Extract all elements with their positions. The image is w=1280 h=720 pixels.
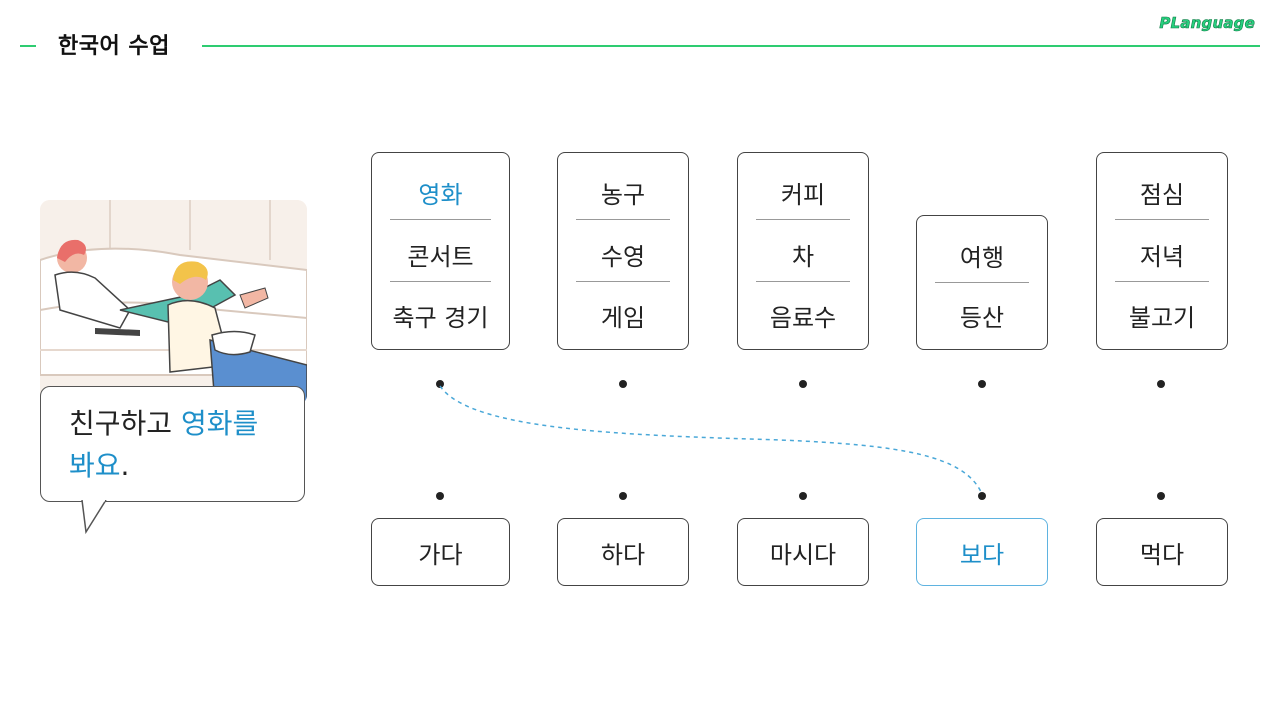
verb-card-3[interactable]: 마시다 [737,518,869,586]
verb-card-1[interactable]: 가다 [371,518,510,586]
verb-card-5[interactable]: 먹다 [1096,518,1228,586]
verb-card-4[interactable]: 보다 [916,518,1048,586]
verb-card-2[interactable]: 하다 [557,518,689,586]
